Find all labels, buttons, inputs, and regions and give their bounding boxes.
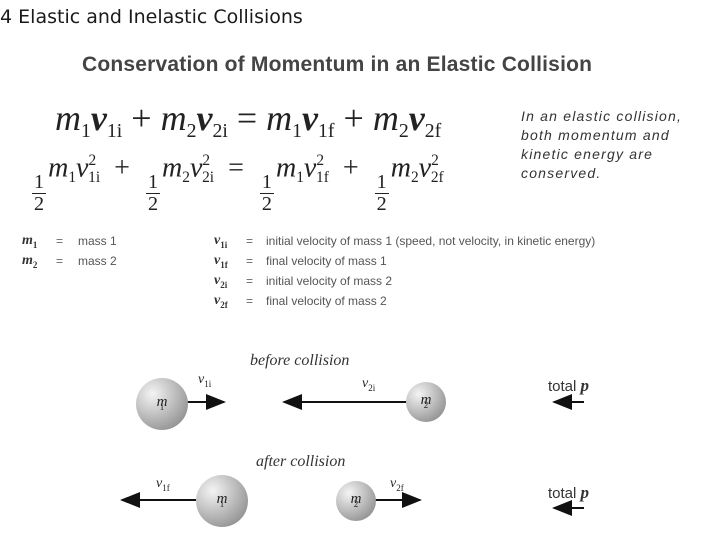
slide-title: .4 Elastic and Inelastic Collisions <box>0 6 303 28</box>
momentum-equation: m1v1i + m2v2i = m1v1f + m2v2f <box>55 98 442 142</box>
note-line: In an elastic collision, <box>521 108 683 124</box>
note-line: both momentum and <box>521 127 670 143</box>
total-momentum-label-after: total p <box>548 483 590 502</box>
section-heading: Conservation of Momentum in an Elastic C… <box>82 53 593 76</box>
after-collision-caption: after collision <box>256 453 346 470</box>
v1i-label: v1i <box>198 372 212 389</box>
before-collision-caption: before collision <box>250 352 350 369</box>
note-line: conserved. <box>521 165 602 181</box>
total-momentum-label-before: total p <box>548 376 590 395</box>
v1f-label: v1f <box>156 476 170 493</box>
conservation-note: In an elastic collision, both momentum a… <box>521 107 701 183</box>
note-line: kinetic energy are <box>521 146 654 162</box>
v2i-label: v2i <box>362 376 376 393</box>
v2f-label: v2f <box>390 476 404 493</box>
